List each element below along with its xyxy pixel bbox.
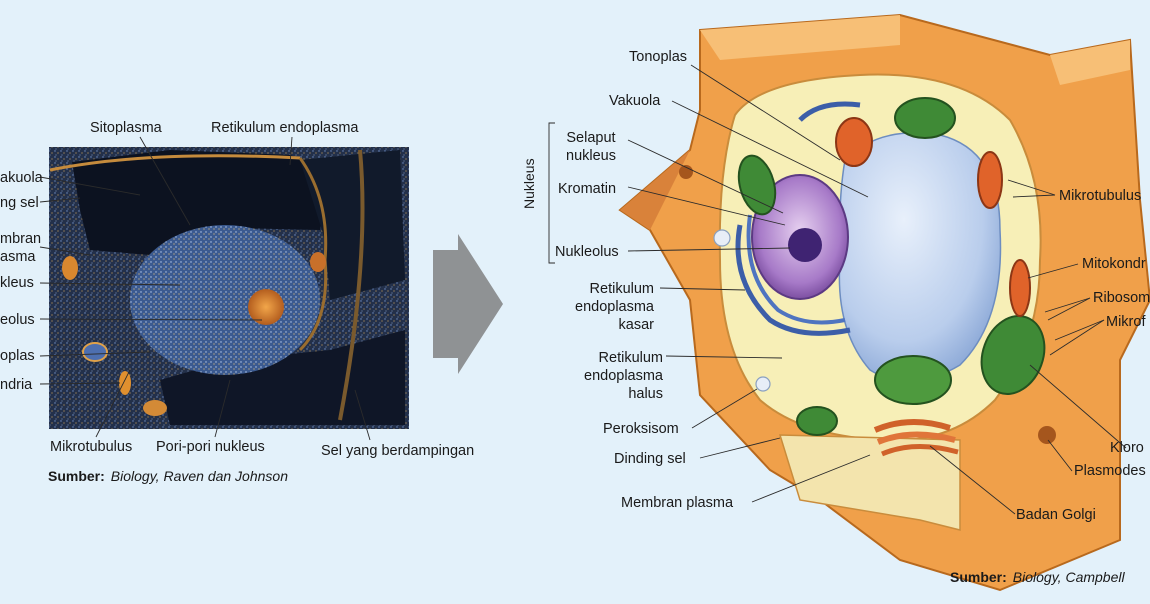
source-right-text: Biology, Campbell <box>1012 569 1125 585</box>
left-leader-lines <box>39 136 371 441</box>
label-nukleolus-left: eolus <box>0 312 35 328</box>
label-badan-golgi: Badan Golgi <box>1016 507 1096 523</box>
label-pori-pori-nukleus: Pori-pori nukleus <box>156 439 265 455</box>
label-nukleus-left: kleus <box>0 275 34 291</box>
plant-cell-illustration <box>618 13 1150 592</box>
source-right-prefix: Sumber: <box>950 569 1007 585</box>
label-re-kasar: Retikulum endoplasma kasar <box>575 281 654 333</box>
label-ribosom: Ribosom <box>1093 290 1150 306</box>
label-mikrofilamen: Mikrof <box>1106 314 1146 330</box>
label-membran-plasma: Membran plasma <box>621 495 734 511</box>
label-sel-berdampingan: Sel yang berdampingan <box>321 443 475 459</box>
right-leader-lines <box>548 64 1127 515</box>
label-mikrotubulus: Mikrotubulus <box>1059 188 1142 204</box>
label-kromatin: Kromatin <box>558 181 617 197</box>
label-mitokondria: Mitokondr <box>1082 256 1146 272</box>
source-left-text: Biology, Raven dan Johnson <box>110 468 288 484</box>
label-re-halus: Retikulum endoplasma halus <box>584 350 663 402</box>
label-mitokondria-left: ndria <box>0 377 33 393</box>
label-retikulum-endoplasma: Retikulum endoplasma <box>211 120 359 136</box>
label-membran-plasma-left: mbran asma <box>0 231 42 265</box>
label-mikrotubulus-left: Mikrotubulus <box>50 439 133 455</box>
label-vakuola-left: akuola <box>0 170 43 186</box>
source-right: Sumber: Biology, Campbell <box>950 569 1125 585</box>
source-left: Sumber: Biology, Raven dan Johnson <box>48 468 288 484</box>
label-peroksisom: Peroksisom <box>603 421 679 437</box>
label-kloroplas: Kloro <box>1110 440 1144 456</box>
source-left-prefix: Sumber: <box>48 468 105 484</box>
label-plasmodesmata: Plasmodes <box>1074 463 1146 479</box>
label-sitoplasma: Sitoplasma <box>90 120 162 136</box>
label-dinding-sel: Dinding sel <box>614 451 686 467</box>
label-selaput-nukleus: Selaput nukleus <box>566 130 616 164</box>
label-tonoplas-left: oplas <box>0 348 35 364</box>
micrograph-image <box>49 147 409 429</box>
label-dinding-sel-left: ng sel <box>0 195 39 211</box>
arrow-shape <box>433 234 503 374</box>
label-nukleolus: Nukleolus <box>555 244 619 260</box>
label-vakuola: Vakuola <box>609 93 661 109</box>
label-tonoplas: Tonoplas <box>629 49 688 65</box>
label-nukleus-bracket: Nukleus <box>521 158 537 209</box>
